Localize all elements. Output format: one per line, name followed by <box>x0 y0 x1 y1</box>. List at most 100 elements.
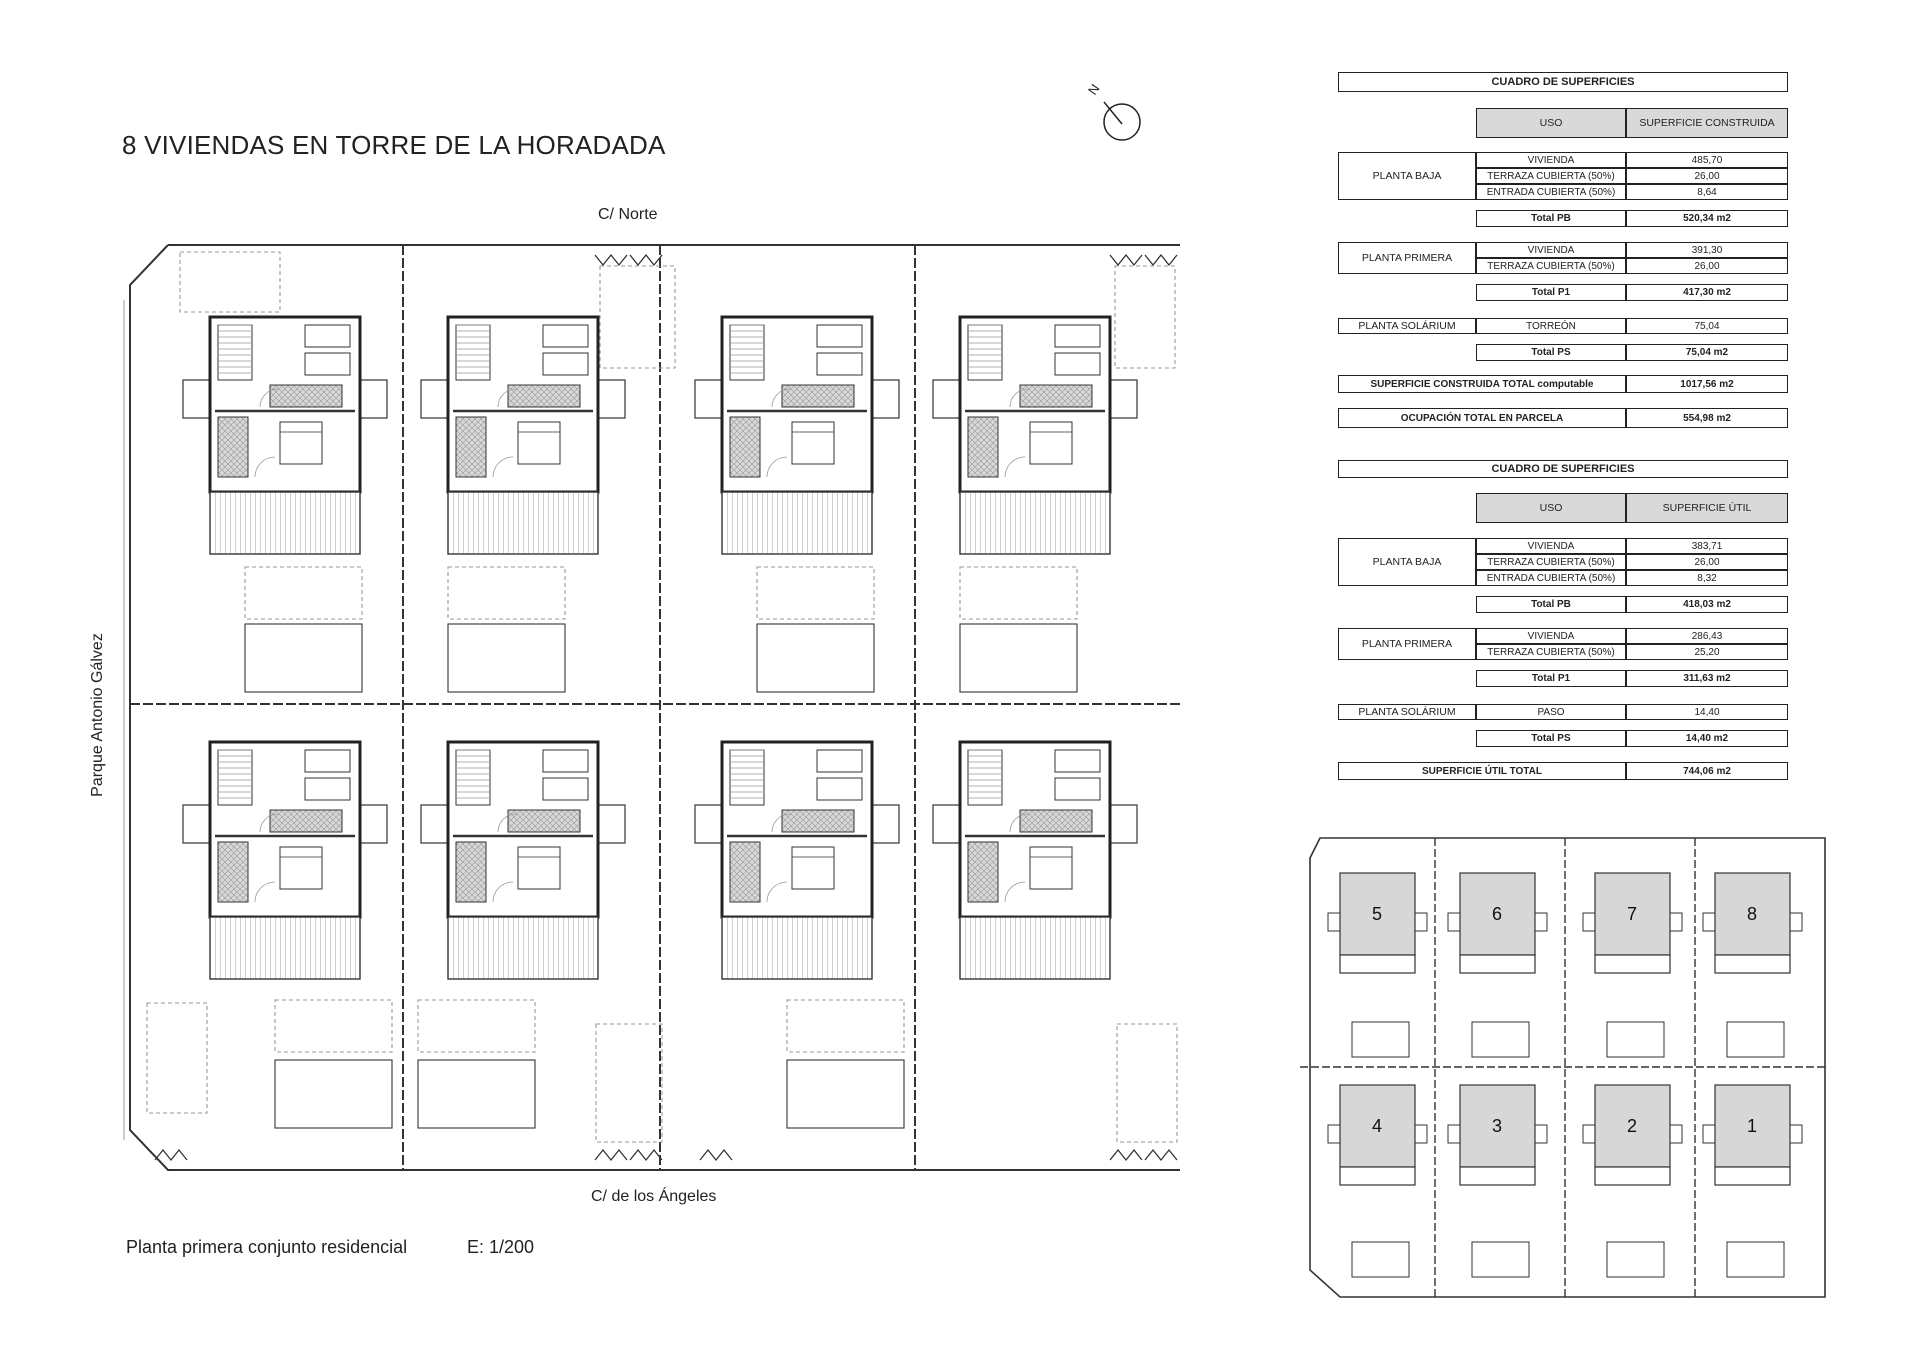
gate-icon <box>594 253 628 267</box>
door-swing <box>254 456 276 478</box>
door-swing <box>259 388 279 408</box>
north-arrow-icon <box>1103 101 1141 141</box>
terrace-deck <box>959 916 1111 980</box>
unit-balcony <box>1534 1124 1548 1144</box>
unit-number: 4 <box>1372 1116 1382 1136</box>
pool <box>447 623 566 693</box>
unit-balcony <box>1669 1124 1683 1144</box>
key-pool <box>1471 1241 1530 1278</box>
side-balcony <box>1109 804 1138 844</box>
stair <box>967 749 1003 806</box>
unit-terrace <box>1594 954 1671 974</box>
bed-icon <box>542 749 589 773</box>
key-pool <box>1351 1021 1410 1058</box>
bathroom-tiles <box>269 809 343 833</box>
side-balcony <box>1109 379 1138 419</box>
planta-primera-label: PLANTA PRIMERA <box>1338 242 1476 274</box>
total-ps-label: Total PS <box>1476 344 1626 361</box>
planter <box>146 1002 208 1114</box>
bed-icon <box>1054 777 1101 801</box>
door-swing <box>766 456 788 478</box>
terrace-deck <box>209 916 361 980</box>
stair <box>455 324 491 381</box>
unit-footprint <box>1714 872 1791 956</box>
house-plan <box>932 740 1138 980</box>
row-sup: 75,04 <box>1626 318 1788 334</box>
pool <box>274 1059 393 1129</box>
stair <box>217 749 253 806</box>
house-plan <box>694 315 900 555</box>
gate-icon <box>1109 1148 1143 1162</box>
row-sup: 8,32 <box>1626 570 1788 586</box>
unit-balcony <box>1414 1124 1428 1144</box>
table-title: CUADRO DE SUPERFICIES <box>1338 460 1788 478</box>
key-plan-boundary <box>1309 837 1826 1298</box>
bathroom-tiles <box>507 809 581 833</box>
terrace-deck <box>959 491 1111 555</box>
table-title: CUADRO DE SUPERFICIES <box>1338 72 1788 92</box>
total-util-label: SUPERFICIE ÚTIL TOTAL <box>1338 762 1626 780</box>
bed-icon <box>816 749 863 773</box>
planta-baja-label: PLANTA BAJA <box>1338 538 1476 586</box>
gate-icon <box>1109 253 1143 267</box>
bathroom-tiles <box>781 809 855 833</box>
bathroom-tiles <box>967 416 999 478</box>
bathroom-tiles <box>455 841 487 903</box>
drawing-caption: Planta primera conjunto residencial <box>126 1237 408 1257</box>
planter <box>179 251 281 313</box>
row-sup: 391,30 <box>1626 242 1788 258</box>
gate-icon <box>1144 1148 1178 1162</box>
row-uso: TERRAZA CUBIERTA (50%) <box>1476 554 1626 570</box>
side-balcony <box>871 379 900 419</box>
door-swing <box>254 881 276 903</box>
side-balcony <box>597 804 626 844</box>
bathroom-tiles <box>455 416 487 478</box>
side-balcony <box>694 804 723 844</box>
pool <box>244 623 363 693</box>
house-plan <box>182 315 388 555</box>
unit-terrace <box>1339 1166 1416 1186</box>
terrace-deck <box>447 916 599 980</box>
unit-footprint <box>1594 1084 1671 1168</box>
unit-terrace <box>1714 954 1791 974</box>
unit-balcony <box>1447 912 1461 932</box>
door-swing <box>1009 813 1029 833</box>
pool <box>959 623 1078 693</box>
stair <box>967 324 1003 381</box>
pool <box>417 1059 536 1129</box>
row-uso: VIVIENDA <box>1476 628 1626 644</box>
door-swing <box>771 388 791 408</box>
total-construida-value: 1017,56 m2 <box>1626 375 1788 393</box>
bathroom-tiles <box>967 841 999 903</box>
row-sup: 286,43 <box>1626 628 1788 644</box>
bed-icon <box>1029 421 1073 465</box>
bed-icon <box>542 324 589 348</box>
drawing-title: 8 VIVIENDAS EN TORRE DE LA HORADADA <box>122 130 666 160</box>
bed-icon <box>816 777 863 801</box>
row-sup: 26,00 <box>1626 554 1788 570</box>
total-p1-value: 417,30 m2 <box>1626 284 1788 301</box>
unit-balcony <box>1327 912 1341 932</box>
row-uso: TERRAZA CUBIERTA (50%) <box>1476 644 1626 660</box>
gate-icon <box>699 1148 733 1162</box>
street-label-south: C/ de los Ángeles <box>591 1188 717 1205</box>
terrace-deck <box>447 491 599 555</box>
side-balcony <box>420 379 449 419</box>
row-uso: PASO <box>1476 704 1626 720</box>
bed-icon <box>1054 324 1101 348</box>
key-pool <box>1606 1021 1665 1058</box>
row-sup: 25,20 <box>1626 644 1788 660</box>
ocupacion-label: OCUPACIÓN TOTAL EN PARCELA <box>1338 408 1626 428</box>
side-balcony <box>932 379 961 419</box>
row-sup: 485,70 <box>1626 152 1788 168</box>
side-balcony <box>871 804 900 844</box>
total-ps-value: 14,40 m2 <box>1626 730 1788 747</box>
pool-outline <box>244 566 363 620</box>
terrace-deck <box>721 916 873 980</box>
door-swing <box>771 813 791 833</box>
unit-terrace <box>1459 954 1536 974</box>
bed-icon <box>791 846 835 890</box>
stair <box>729 749 765 806</box>
unit-balcony <box>1582 912 1596 932</box>
gate-icon <box>629 1148 663 1162</box>
